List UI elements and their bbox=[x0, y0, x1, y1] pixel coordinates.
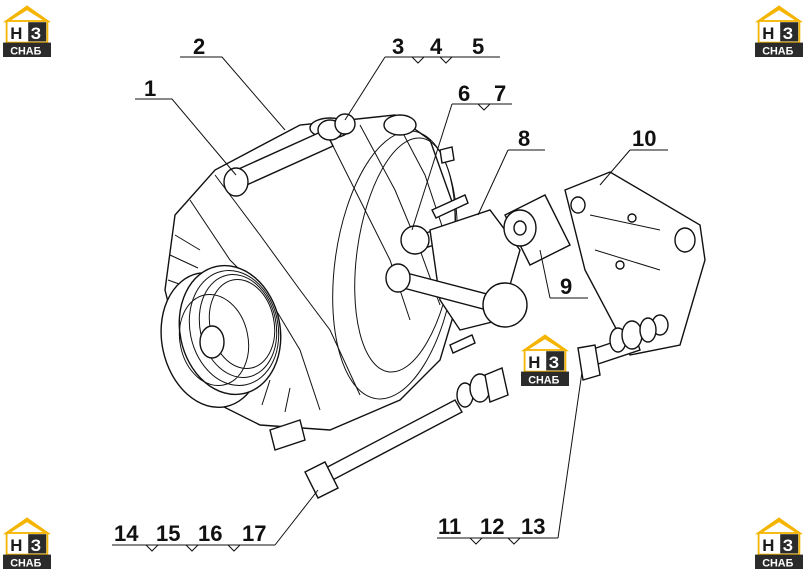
callout-9: 9 bbox=[560, 274, 572, 299]
callout-12: 12 bbox=[480, 514, 504, 539]
svg-text:СНАБ: СНАБ bbox=[762, 46, 793, 58]
svg-text:З: З bbox=[31, 24, 42, 43]
svg-text:Н: Н bbox=[762, 536, 774, 555]
svg-text:Н: Н bbox=[762, 24, 774, 43]
callout-11: 11 bbox=[438, 514, 461, 539]
brand-logo-top-left: Н З СНАБ bbox=[2, 4, 52, 58]
mid-bolt-assembly bbox=[385, 209, 528, 331]
callout-13: 13 bbox=[521, 514, 545, 539]
svg-text:З: З bbox=[549, 353, 560, 372]
callout-15: 15 bbox=[156, 521, 180, 546]
svg-text:З: З bbox=[31, 536, 42, 555]
callout-16: 16 bbox=[198, 521, 222, 546]
callout-1: 1 bbox=[144, 76, 156, 101]
callout-2: 2 bbox=[193, 34, 205, 59]
brand-logo-bottom-right: Н З СНАБ bbox=[754, 516, 804, 569]
brand-logo-bottom-left: Н З СНАБ bbox=[2, 516, 52, 569]
callout-5: 5 bbox=[472, 34, 484, 59]
callout-14: 14 bbox=[114, 521, 139, 546]
top-bolt-assembly bbox=[223, 113, 356, 197]
svg-text:Н: Н bbox=[528, 353, 540, 372]
svg-text:З: З bbox=[783, 536, 794, 555]
callout-4: 4 bbox=[430, 34, 443, 59]
callout-7: 7 bbox=[494, 81, 506, 106]
spacer-sleeve bbox=[503, 194, 571, 266]
svg-text:Н: Н bbox=[10, 536, 22, 555]
callout-labels: 1 2 3 4 5 6 7 8 9 10 11 12 13 14 15 16 1… bbox=[114, 34, 656, 546]
svg-text:СНАБ: СНАБ bbox=[528, 375, 559, 387]
svg-text:СНАБ: СНАБ bbox=[10, 558, 41, 569]
callout-6: 6 bbox=[458, 81, 470, 106]
right-bolt-assembly bbox=[577, 317, 657, 381]
svg-text:Н: Н bbox=[10, 24, 22, 43]
brand-logo-center: Н З СНАБ bbox=[520, 333, 570, 387]
long-bolt-assembly bbox=[269, 367, 509, 499]
leader-lines bbox=[112, 56, 668, 552]
pulley bbox=[160, 264, 282, 409]
callout-8: 8 bbox=[518, 126, 530, 151]
svg-text:З: З bbox=[783, 24, 794, 43]
callout-3: 3 bbox=[392, 34, 404, 59]
mounting-plate bbox=[564, 171, 706, 356]
svg-text:СНАБ: СНАБ bbox=[10, 46, 41, 58]
svg-text:СНАБ: СНАБ bbox=[762, 558, 793, 569]
callout-17: 17 bbox=[242, 521, 266, 546]
callout-10: 10 bbox=[632, 126, 656, 151]
brand-logo-top-right: Н З СНАБ bbox=[754, 4, 804, 58]
